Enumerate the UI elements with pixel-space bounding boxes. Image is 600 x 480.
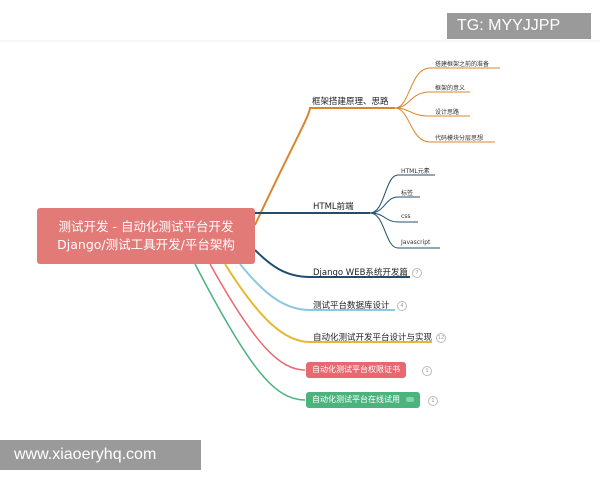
branch-trial-pill[interactable]: 自动化测试平台在线试用 bbox=[306, 392, 420, 408]
root-title-line2: Django/测试工具开发/平台架构 bbox=[57, 237, 235, 252]
branch-framework[interactable]: 框架搭建原理、思路 bbox=[312, 97, 389, 107]
count-badge: 12 bbox=[436, 333, 446, 343]
root-title-line1: 测试开发 - 自动化测试平台开发 bbox=[58, 219, 234, 234]
leaf-framework-meaning[interactable]: 框架的意义 bbox=[435, 85, 466, 92]
count-badge: 4 bbox=[397, 301, 407, 311]
count-badge: 7 bbox=[412, 268, 422, 278]
leaf-html-elements[interactable]: HTML元素 bbox=[401, 168, 430, 175]
count-badge: 1 bbox=[428, 396, 438, 406]
trial-label: 自动化测试平台在线试用 bbox=[312, 395, 400, 404]
branch-platform-design[interactable]: 自动化测试开发平台设计与实现 bbox=[313, 333, 433, 343]
leaf-css[interactable]: css bbox=[401, 213, 411, 220]
leaf-code-layering[interactable]: 代码模块分层思想 bbox=[435, 135, 484, 142]
website-watermark: www.xiaoeryhq.com bbox=[0, 440, 201, 470]
root-node[interactable]: 测试开发 - 自动化测试平台开发 Django/测试工具开发/平台架构 bbox=[37, 208, 255, 264]
telegram-watermark: TG: MYYJJPP bbox=[447, 13, 591, 39]
leaf-design-ideas[interactable]: 设计思路 bbox=[435, 109, 460, 116]
branch-django-web[interactable]: Django WEB系统开发篇 bbox=[313, 268, 408, 278]
count-badge: 1 bbox=[422, 366, 432, 376]
branch-html-frontend[interactable]: HTML前端 bbox=[313, 202, 354, 212]
branch-license-pill[interactable]: 自动化测试平台权限证书 bbox=[306, 362, 406, 378]
branch-db-design[interactable]: 测试平台数据库设计 bbox=[313, 301, 390, 311]
leaf-tags[interactable]: 标签 bbox=[401, 190, 414, 197]
leaf-javascript[interactable]: Javascript bbox=[401, 239, 431, 246]
leaf-framework-prep[interactable]: 搭建框架之前的准备 bbox=[435, 61, 490, 68]
link-icon bbox=[405, 397, 414, 402]
